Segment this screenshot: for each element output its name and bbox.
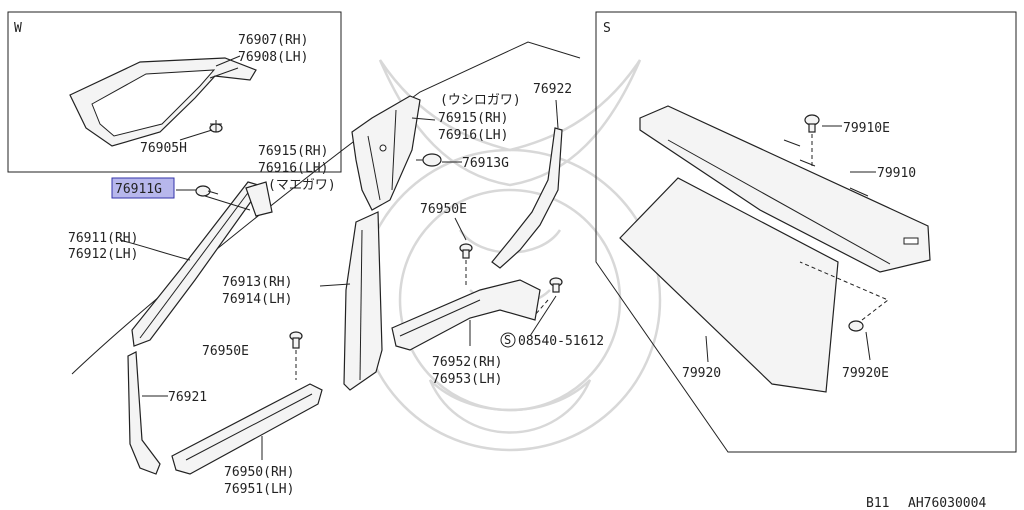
rear-pillar-trim-76922 — [491, 127, 563, 269]
label-76951-lh: 76951(LH) — [224, 482, 294, 497]
screw-76950e-lower-icon — [289, 331, 303, 380]
label-76911-rh: 76911(RH) — [68, 231, 138, 246]
screw-76950e-upper-icon — [459, 243, 473, 285]
highlight-76911g — [111, 177, 175, 199]
label-79910: 79910 — [877, 166, 916, 181]
front-pillar-garnish — [131, 181, 263, 347]
center-pillar-upper-garnish — [351, 95, 421, 211]
inset-w: W 76907(RH) 76908(LH) 76905H — [7, 11, 342, 173]
label-76908-lh: 76908(LH) — [238, 50, 308, 65]
clip-79910e-icon — [804, 114, 820, 168]
label-76922: 76922 — [533, 82, 572, 97]
label-76911g[interactable]: 76911G — [115, 182, 162, 197]
s-symbol: S — [504, 333, 511, 347]
label-76952-rh: 76952(RH) — [432, 355, 502, 370]
label-76913-rh: 76913(RH) — [222, 275, 292, 290]
front-pillar-upper-bracket — [245, 181, 273, 217]
label-76916-lh-rear: 76916(LH) — [438, 128, 508, 143]
label-76912-lh: 76912(LH) — [68, 247, 138, 262]
inset-s-frame — [595, 11, 1017, 453]
label-79910e: 79910E — [843, 121, 890, 136]
inset-s: S 79910E 79910 79920 79920E — [595, 11, 1017, 453]
label-76953-lh: 76953(LH) — [432, 372, 502, 387]
label-76905h: 76905H — [140, 141, 187, 156]
inset-w-tag: W — [14, 21, 22, 36]
label-76915-rh-rear: 76915(RH) — [438, 111, 508, 126]
label-maegawa: (マエガワ) — [268, 178, 336, 193]
inset-s-tag: S — [603, 21, 611, 36]
label-79920: 79920 — [682, 366, 721, 381]
clip-76913g-icon — [416, 153, 442, 167]
front-kicking-plate — [171, 383, 323, 475]
s-symbol-circle — [500, 332, 516, 348]
label-76915-rh-front: 76915(RH) — [258, 144, 328, 159]
label-76914-lh: 76914(LH) — [222, 292, 292, 307]
label-76907-rh: 76907(RH) — [238, 33, 308, 48]
footer-model: B11 — [866, 496, 889, 510]
footer-code: AH76030004 — [908, 496, 986, 510]
rear-board — [619, 177, 839, 393]
rear-parcel-shelf — [639, 105, 931, 273]
label-79920e: 79920E — [842, 366, 889, 381]
clip-76911g-icon — [195, 185, 219, 197]
label-76916-lh-front: 76916(LH) — [258, 161, 328, 176]
label-76950e-lower: 76950E — [202, 344, 249, 359]
front-pillar-lower-trim-76921 — [127, 351, 161, 475]
label-08540-51612: 08540-51612 — [518, 334, 604, 349]
label-ushirogawa: (ウシロガワ) — [440, 93, 521, 108]
clip-76905h-icon — [209, 120, 223, 133]
label-76950e-upper: 76950E — [420, 202, 467, 217]
center-pillar-lower-garnish — [343, 211, 383, 391]
quarter-window-opening — [91, 69, 216, 137]
rear-kicking-plate — [391, 279, 541, 351]
clip-79920e-icon — [799, 261, 889, 332]
screw-08540-51612-icon — [534, 277, 563, 316]
label-76950-rh: 76950(RH) — [224, 465, 294, 480]
label-76913g: 76913G — [462, 156, 509, 171]
label-76921: 76921 — [168, 390, 207, 405]
